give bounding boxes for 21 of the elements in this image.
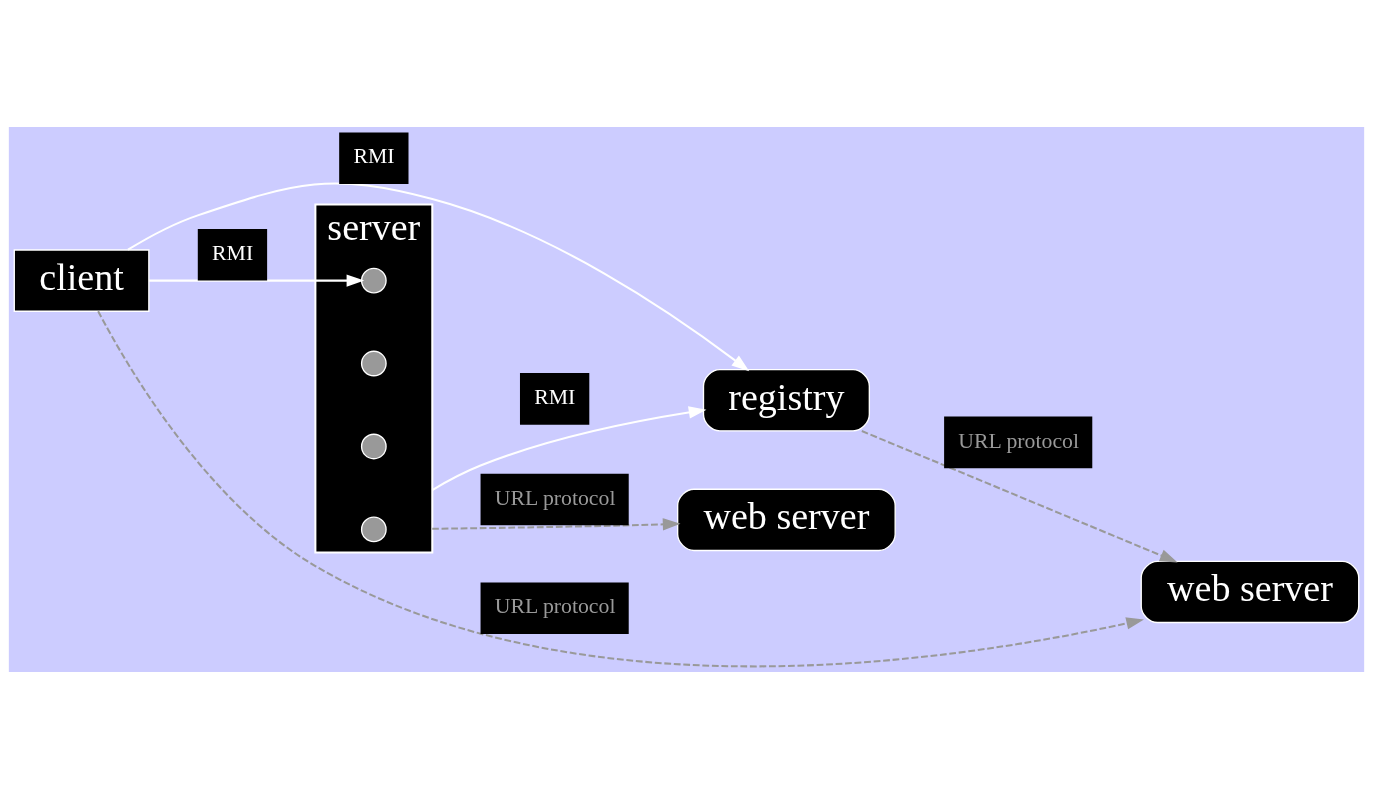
- edge-label: RMI: [534, 385, 576, 410]
- node-circle: [360, 267, 387, 294]
- arrow: [149, 274, 365, 287]
- node-circle: [360, 433, 387, 460]
- arrow: [432, 518, 681, 531]
- node-box: web server: [677, 488, 896, 552]
- arrow: [127, 182, 750, 372]
- node-circle: [360, 350, 387, 377]
- cluster: server: [314, 203, 434, 554]
- node-box: web server: [1140, 560, 1360, 624]
- edge-label: RMI: [353, 144, 395, 169]
- edge-label: URL protocol: [494, 594, 616, 619]
- arrow: [97, 310, 1144, 668]
- node-circle: [360, 516, 387, 543]
- arrow: [861, 430, 1178, 563]
- node-box: client: [13, 249, 150, 312]
- edge-label: URL protocol: [494, 485, 616, 510]
- edge-label: RMI: [212, 240, 254, 265]
- node-box: registry: [702, 368, 870, 432]
- edge-label: URL protocol: [958, 428, 1080, 453]
- arrow: [431, 406, 707, 491]
